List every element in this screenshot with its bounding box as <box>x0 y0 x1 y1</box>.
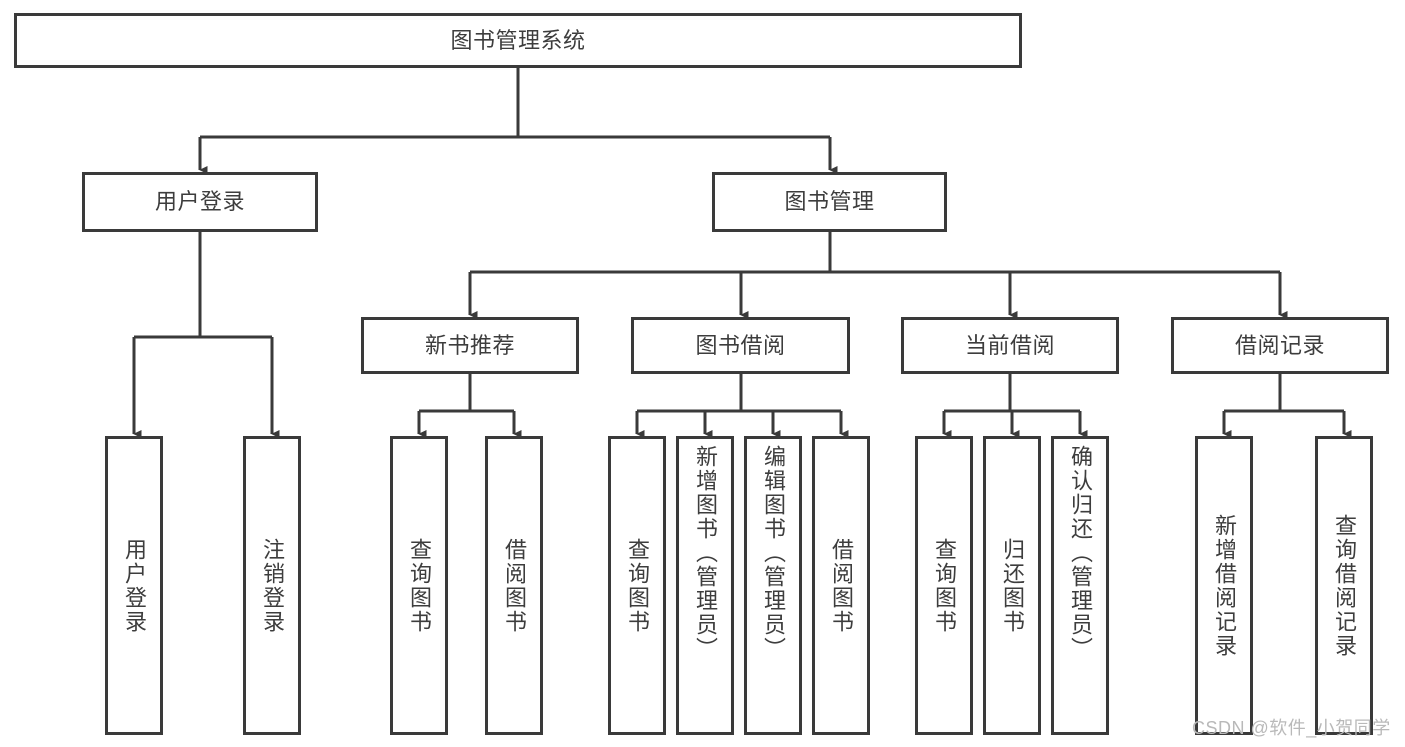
node-root[interactable]: 图书管理系统 <box>14 13 1022 68</box>
node-leaf-bor-2[interactable]: 新增图书（管理员） <box>676 436 734 735</box>
node-label-leaf-cur-3: 确认归还（管理员） <box>1068 445 1093 661</box>
node-leaf-recd-2[interactable]: 查询借阅记录 <box>1315 436 1373 735</box>
node-leaf-login-1[interactable]: 用户登录 <box>105 436 163 735</box>
node-leaf-recd-1[interactable]: 新增借阅记录 <box>1195 436 1253 735</box>
node-label-leaf-cur-1: 查询图书 <box>932 537 957 634</box>
node-leaf-bor-3[interactable]: 编辑图书（管理员） <box>744 436 802 735</box>
node-label-recommend: 新书推荐 <box>424 332 515 358</box>
node-records[interactable]: 借阅记录 <box>1171 317 1389 374</box>
node-label-leaf-bor-3: 编辑图书（管理员） <box>761 445 786 661</box>
node-label-leaf-bor-1: 查询图书 <box>625 537 650 634</box>
node-label-leaf-rec-1: 查询图书 <box>407 537 432 634</box>
node-label-leaf-recd-1: 新增借阅记录 <box>1212 513 1237 658</box>
node-leaf-cur-3[interactable]: 确认归还（管理员） <box>1051 436 1109 735</box>
node-label-current: 当前借阅 <box>964 332 1055 358</box>
node-label-bookmgmt: 图书管理 <box>784 189 875 215</box>
node-label-borrow: 图书借阅 <box>695 332 786 358</box>
node-leaf-rec-1[interactable]: 查询图书 <box>390 436 448 735</box>
node-label-login: 用户登录 <box>154 189 245 215</box>
node-bookmgmt[interactable]: 图书管理 <box>712 172 947 232</box>
node-leaf-bor-4[interactable]: 借阅图书 <box>812 436 870 735</box>
node-label-leaf-rec-2: 借阅图书 <box>502 537 527 634</box>
node-leaf-bor-1[interactable]: 查询图书 <box>608 436 666 735</box>
node-leaf-cur-2[interactable]: 归还图书 <box>983 436 1041 735</box>
node-label-leaf-login-2: 注销登录 <box>260 537 285 634</box>
node-label-leaf-login-1: 用户登录 <box>122 537 147 634</box>
node-label-root: 图书管理系统 <box>450 27 586 53</box>
node-current[interactable]: 当前借阅 <box>901 317 1119 374</box>
node-leaf-cur-1[interactable]: 查询图书 <box>915 436 973 735</box>
node-label-leaf-recd-2: 查询借阅记录 <box>1332 513 1357 658</box>
node-label-leaf-bor-4: 借阅图书 <box>829 537 854 634</box>
node-leaf-rec-2[interactable]: 借阅图书 <box>485 436 543 735</box>
node-login[interactable]: 用户登录 <box>82 172 318 232</box>
node-borrow[interactable]: 图书借阅 <box>631 317 850 374</box>
node-recommend[interactable]: 新书推荐 <box>361 317 579 374</box>
node-label-leaf-cur-2: 归还图书 <box>1000 537 1025 634</box>
node-label-leaf-bor-2: 新增图书（管理员） <box>693 445 718 661</box>
node-leaf-login-2[interactable]: 注销登录 <box>243 436 301 735</box>
edge-layer <box>132 68 1352 439</box>
watermark-text: CSDN @软件_小贺同学 <box>1192 718 1391 738</box>
node-label-records: 借阅记录 <box>1234 332 1325 358</box>
